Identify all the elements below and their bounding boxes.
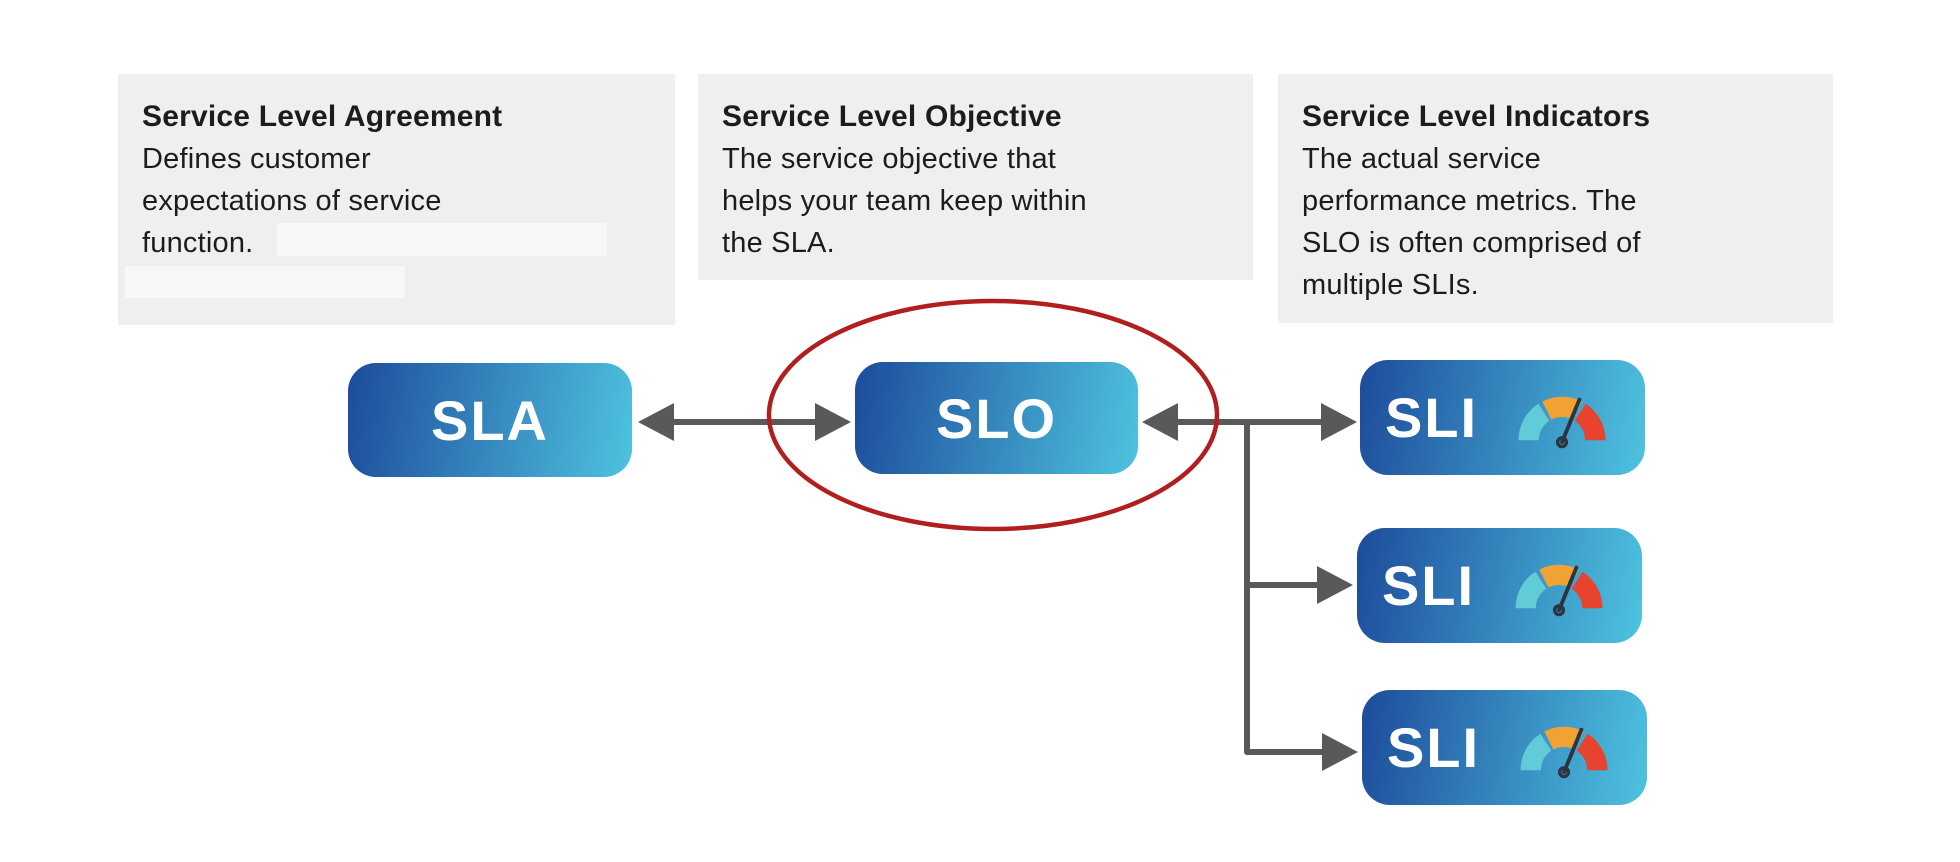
node-sli-3-label: SLI xyxy=(1386,716,1481,779)
panel-title-sli: Service Level Indicators xyxy=(1302,100,1651,133)
panel-title-slo: Service Level Objective xyxy=(722,100,1062,133)
description-panel-sli: Service Level Indicators The actual serv… xyxy=(1278,74,1833,323)
description-panel-sla: Service Level Agreement Defines customer… xyxy=(118,74,675,325)
node-sli-3: SLI xyxy=(1362,690,1647,805)
node-sli-2: SLI xyxy=(1357,528,1642,643)
arrow-sla-slo xyxy=(638,403,851,441)
node-sli-2-label: SLI xyxy=(1381,554,1476,617)
panel-body-sli: The actual service performance metrics. … xyxy=(1302,143,1641,301)
gauge-icon xyxy=(1515,564,1603,616)
gauge-icon xyxy=(1520,726,1608,778)
gauge-icon xyxy=(1518,396,1606,448)
node-sla-label: SLA xyxy=(431,388,549,452)
node-sli-1-label: SLI xyxy=(1384,386,1479,449)
description-panel-slo: Service Level Objective The service obje… xyxy=(698,74,1253,280)
panel-title-sla: Service Level Agreement xyxy=(142,100,503,133)
node-slo-label: SLO xyxy=(935,386,1058,450)
arrow-slo-sli-trunk xyxy=(1142,403,1358,771)
node-slo: SLO xyxy=(855,362,1138,474)
panel-body-slo: The service objective that helps your te… xyxy=(722,143,1087,259)
node-sla: SLA xyxy=(348,363,632,477)
redacted-text-block xyxy=(277,223,607,256)
node-sli-1: SLI xyxy=(1360,360,1645,475)
panel-body-sla: Defines customer expectations of service… xyxy=(142,143,442,259)
redacted-text-block xyxy=(125,266,405,298)
